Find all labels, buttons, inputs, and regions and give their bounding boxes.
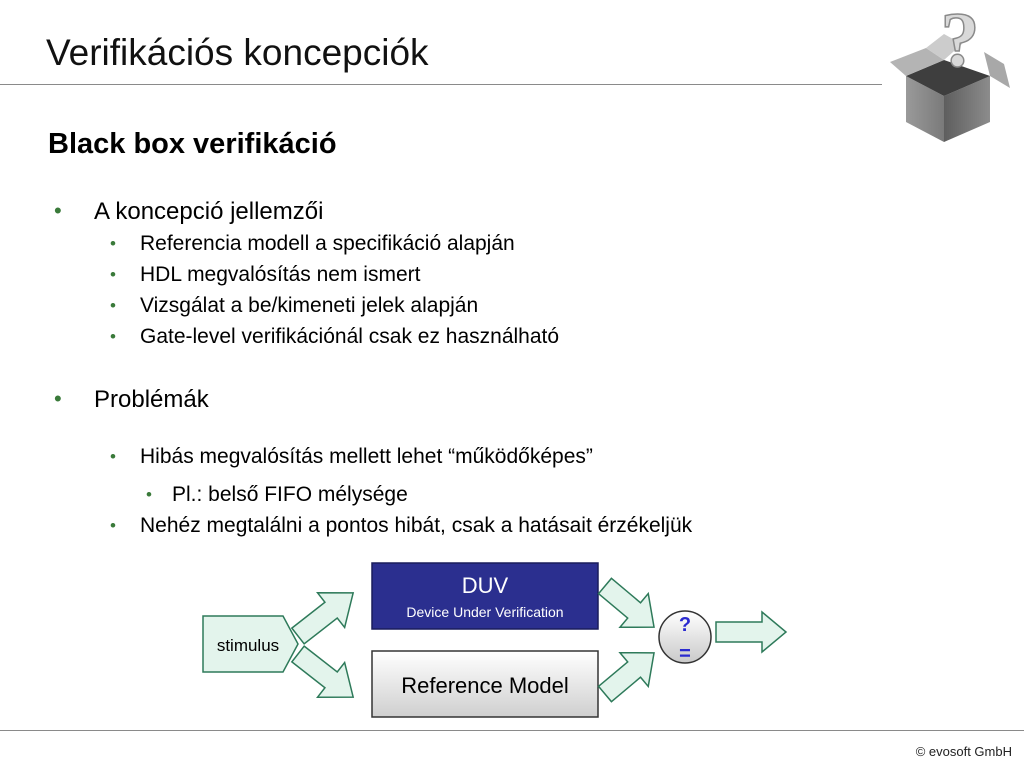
bullet-marker: • [54, 198, 62, 223]
bullet-marker: • [146, 485, 152, 504]
output-arrow [715, 610, 788, 654]
stimulus-shape [202, 615, 299, 673]
bullet-text: A koncepció jellemzői [94, 198, 324, 225]
duv-box [371, 562, 599, 630]
duv-subtitle: Device Under Verification [406, 604, 563, 620]
bullet-marker: • [110, 265, 116, 284]
duv-title: DUV [462, 573, 509, 598]
bullet-text: Vizsgálat a be/kimeneti jelek alapján [140, 294, 479, 317]
bullet-marker: • [110, 447, 116, 466]
reference-model-label: Reference Model [401, 673, 569, 698]
bullet-text: HDL megvalósítás nem ismert [140, 263, 421, 286]
bullet-text: Pl.: belső FIFO mélysége [172, 483, 408, 506]
footer-divider [0, 730, 1024, 731]
reference-model-box [371, 650, 599, 718]
bullet-text: Nehéz megtalálni a pontos hibát, csak a … [140, 514, 693, 537]
slide-title: Verifikációs koncepciók [46, 32, 429, 73]
bullet-marker: • [110, 516, 116, 535]
sub-bullet: • Gate-level verifikációnál csak ez hasz… [110, 325, 559, 349]
arrow-to-reference-model [290, 645, 355, 698]
bullet-marker: • [110, 327, 116, 346]
stimulus-label: stimulus [217, 636, 279, 655]
sub-bullet: • Referencia modell a specifikáció alapj… [110, 232, 515, 256]
arrow-reference-to-compare [597, 651, 655, 703]
sub-bullet: • Nehéz megtalálni a pontos hibát, csak … [110, 514, 692, 538]
sub-bullet: • Vizsgálat a be/kimeneti jelek alapján [110, 294, 478, 318]
arrow-duv-to-compare [597, 577, 655, 629]
bullet-marker: • [110, 296, 116, 315]
bullet-concept-features: • A koncepció jellemzői [54, 198, 323, 226]
bullet-text: Hibás megvalósítás mellett lehet “működő… [140, 445, 593, 468]
bullet-marker: • [110, 234, 116, 253]
bullet-text: Referencia modell a specifikáció alapján [140, 232, 515, 255]
title-divider [0, 84, 882, 85]
bullet-text: Problémák [94, 386, 209, 413]
bullet-marker: • [54, 386, 62, 411]
logo-question-mark: ? [941, 4, 980, 83]
question-box-icon: ? [890, 4, 1010, 142]
sub-sub-bullet: • Pl.: belső FIFO mélysége [146, 483, 408, 507]
sub-bullet: • Hibás megvalósítás mellett lehet “műkö… [110, 445, 593, 469]
compare-equals: = [679, 643, 691, 665]
compare-question: ? [679, 614, 691, 636]
bullet-text: Gate-level verifikációnál csak ez haszná… [140, 325, 560, 348]
compare-node [658, 610, 712, 664]
section-heading: Black box verifikáció [48, 128, 337, 160]
bullet-problems: • Problémák [54, 386, 209, 414]
arrow-to-duv [290, 592, 355, 645]
footer-copyright: © evosoft GmbH [915, 744, 1012, 759]
sub-bullet: • HDL megvalósítás nem ismert [110, 263, 420, 287]
